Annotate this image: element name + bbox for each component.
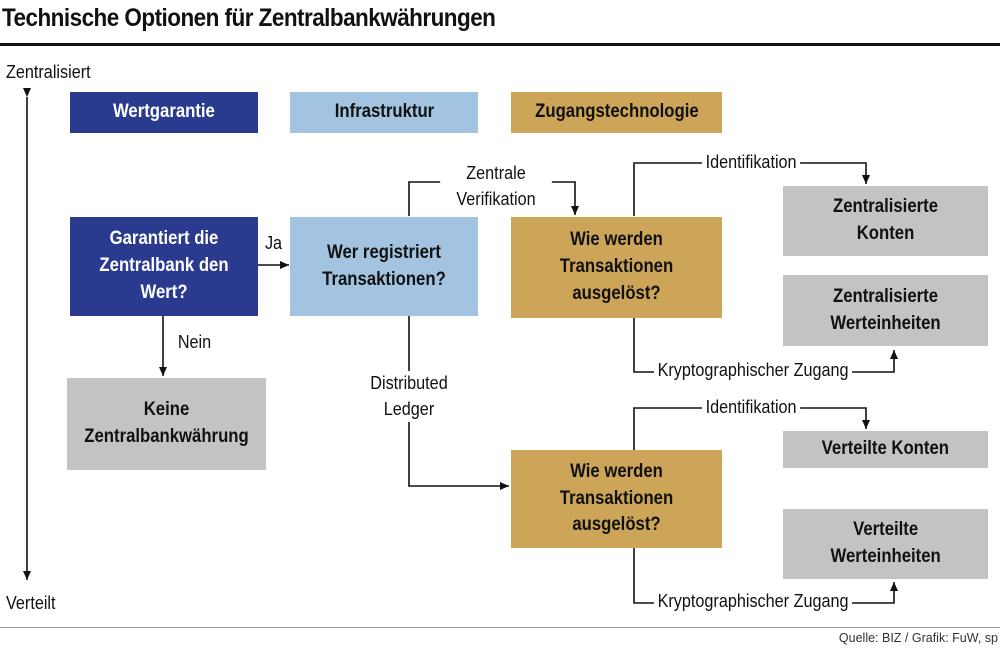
axis-top-label: Zentralisiert — [6, 62, 91, 82]
edge-label-identifikation-1: Identifikation — [702, 150, 801, 176]
edge-label-identifikation-2: Identifikation — [702, 395, 801, 421]
node-keine-zentralbankwaehrung: Keine Zentralbankwährung — [67, 378, 266, 470]
node-wie-werden-ausgeloest-2: Wie werden Transaktionen ausgelöst? — [511, 450, 722, 548]
edge-label-krypto-2: Kryptographischer Zugang — [654, 589, 853, 615]
node-verteilte-konten: Verteilte Konten — [783, 431, 988, 468]
title-rule — [0, 43, 1000, 46]
source-note: Quelle: BIZ / Grafik: FuW, sp — [838, 631, 998, 645]
axis-bottom-label: Verteilt — [6, 593, 56, 613]
edge-label-distributed-ledger: Distributed Ledger — [367, 371, 451, 423]
footer-rule — [0, 627, 1000, 628]
edge-label-nein: Nein — [177, 332, 212, 352]
node-zentralisierte-konten: Zentralisierte Konten — [783, 186, 988, 256]
edge-label-krypto-1: Kryptographischer Zugang — [654, 358, 853, 384]
header-zugangstechnologie: Zugangstechnologie — [511, 92, 722, 133]
edge-label-ja: Ja — [264, 233, 283, 253]
node-garantiert: Garantiert die Zentralbank den Wert? — [70, 217, 258, 316]
header-infrastruktur: Infrastruktur — [290, 92, 478, 133]
edge-label-zentrale-verifikation: Zentrale Verifikation — [440, 161, 552, 213]
node-wie-werden-ausgeloest-1: Wie werden Transaktionen ausgelöst? — [511, 217, 722, 318]
header-wertgarantie: Wertgarantie — [70, 92, 258, 133]
chart-title: Technische Optionen für Zentralbankwähru… — [2, 4, 496, 32]
node-zentralisierte-werteinheiten: Zentralisierte Werteinheiten — [783, 275, 988, 346]
node-verteilte-werteinheiten: Verteilte Werteinheiten — [783, 509, 988, 579]
node-wer-registriert: Wer registriert Transaktionen? — [290, 217, 478, 316]
